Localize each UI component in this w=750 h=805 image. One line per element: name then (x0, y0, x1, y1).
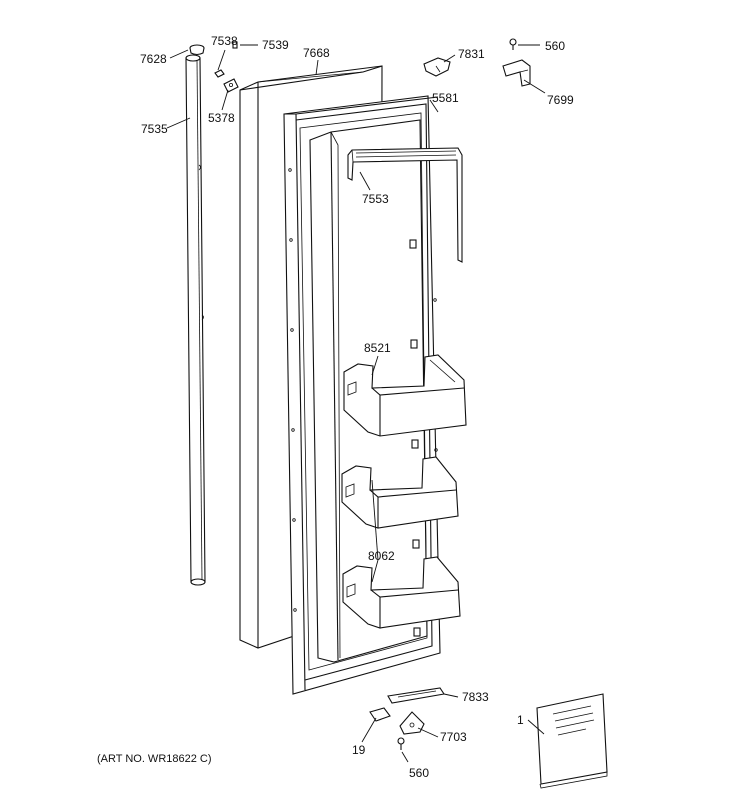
leader-lines (166, 44, 546, 763)
bracket-19 (369, 707, 391, 722)
callout-560-top: 560 (545, 39, 565, 53)
callout-7535: 7535 (141, 122, 168, 136)
bushing (223, 78, 239, 93)
callout-7833: 7833 (462, 690, 489, 704)
door-bin-top (343, 354, 467, 437)
callout-7703: 7703 (440, 730, 467, 744)
door-bin-middle (341, 456, 459, 529)
tube-cap (189, 44, 205, 56)
screw-top (509, 38, 517, 50)
callout-7539: 7539 (262, 38, 289, 52)
callout-8521: 8521 (364, 341, 391, 355)
callout-5378: 5378 (208, 111, 235, 125)
frame-screw-holes (288, 148, 438, 612)
owner-manual-booklet (536, 693, 608, 789)
hinge-7699 (502, 59, 531, 87)
hinge-cam-7703 (399, 711, 425, 735)
callout-5581: 5581 (432, 91, 459, 105)
hinge-pin-tube (185, 54, 206, 586)
callout-8062: 8062 (368, 549, 395, 563)
top-trim-bar (347, 147, 463, 263)
callout-7628: 7628 (140, 52, 167, 66)
bottom-trim-7833 (387, 687, 445, 704)
callout-labels: 7628 7538 7539 7668 7831 560 7699 5581 7… (140, 34, 574, 780)
callout-7831: 7831 (458, 47, 485, 61)
callout-7538: 7538 (211, 34, 238, 48)
callout-7553: 7553 (362, 192, 389, 206)
door-bin-bottom (342, 556, 461, 629)
callout-7668: 7668 (303, 46, 330, 60)
callout-560-bottom: 560 (409, 766, 429, 780)
screw-bottom (397, 737, 405, 750)
top-hinge-bracket-7831 (423, 57, 451, 77)
small-screw (214, 69, 225, 78)
callout-7699: 7699 (547, 93, 574, 107)
callout-19: 19 (352, 743, 366, 757)
art-number: (ART NO. WR18622 C) (97, 753, 212, 765)
callout-1: 1 (517, 713, 524, 727)
spring-clip (232, 41, 238, 49)
